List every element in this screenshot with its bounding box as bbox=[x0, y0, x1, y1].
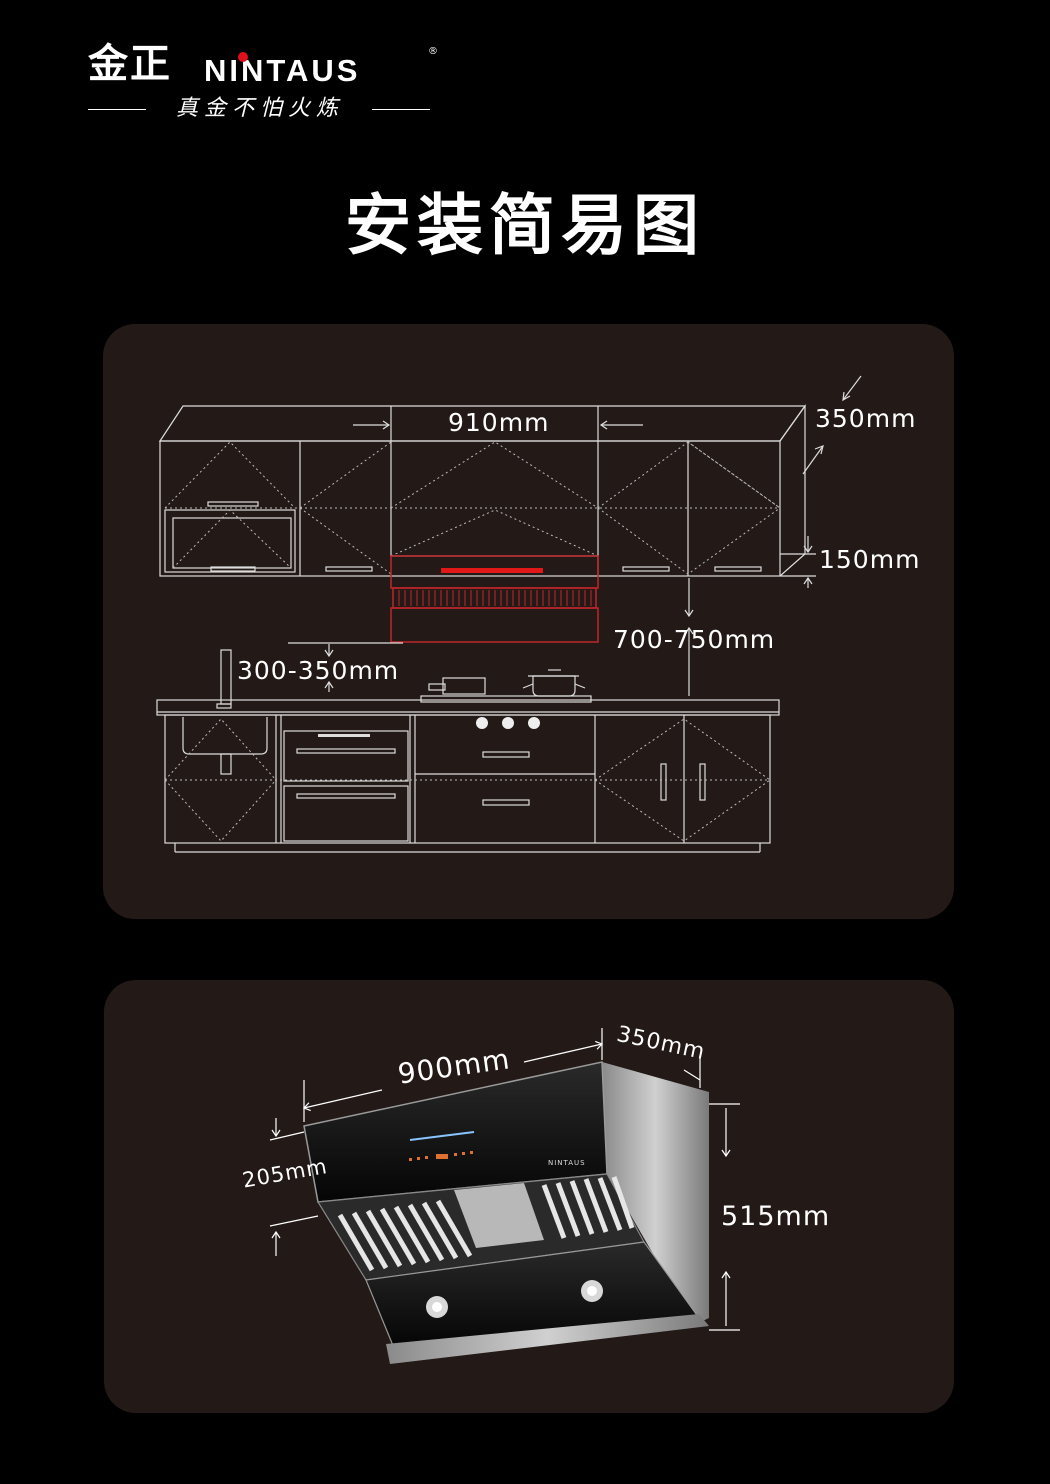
logo-red-dot-icon bbox=[238, 52, 248, 62]
total-height-label: 515mm bbox=[721, 1201, 831, 1232]
range-hood-drawing bbox=[269, 1028, 740, 1364]
product-brand-label: NINTAUS bbox=[548, 1159, 586, 1167]
stove-knobs bbox=[476, 717, 540, 729]
hood-filter-grille bbox=[398, 590, 592, 606]
kitchen-installation-panel: 910mm 350mm 150mm 700-750mm 300-350mm bbox=[103, 324, 954, 919]
dishwasher-controls bbox=[318, 734, 370, 737]
page-title: 安装简易图 bbox=[345, 187, 705, 264]
brand-logo: 金正 NINTAUS ® 真金不怕火炼 bbox=[88, 40, 448, 130]
product-dimensions-panel: 900mm 350mm 205mm 515mm NINTAUS bbox=[104, 980, 954, 1413]
slogan-line-right bbox=[372, 109, 430, 110]
hood-to-counter-label: 700-750mm bbox=[613, 625, 776, 654]
slogan-line-left bbox=[88, 109, 146, 110]
brand-cn-name: 金正 bbox=[88, 41, 172, 87]
range-hood-outline bbox=[390, 555, 599, 643]
cabinet-width-label: 910mm bbox=[448, 408, 550, 437]
brand-slogan: 真金不怕火炼 bbox=[175, 96, 344, 121]
gap-height-label: 150mm bbox=[819, 545, 921, 574]
registered-mark: ® bbox=[428, 46, 438, 57]
hood-offset-label: 300-350mm bbox=[237, 656, 400, 685]
cabinet-depth-label: 350mm bbox=[815, 404, 917, 433]
brand-en-name: NINTAUS bbox=[204, 53, 361, 88]
slogan-row: 真金不怕火炼 bbox=[88, 96, 430, 122]
hood-light-bar bbox=[441, 568, 543, 573]
kitchen-drawing bbox=[156, 375, 862, 853]
